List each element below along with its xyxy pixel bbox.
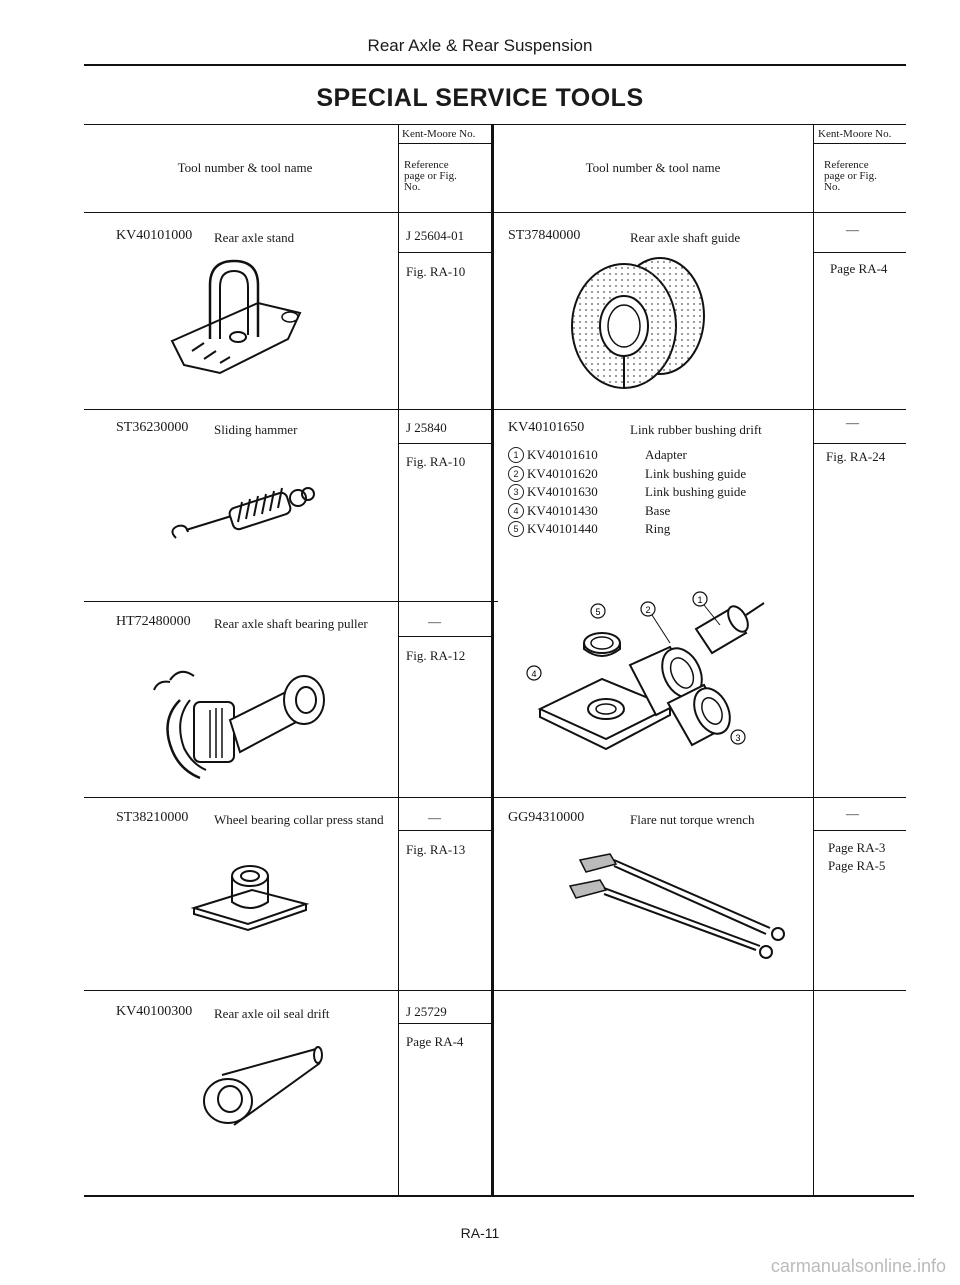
reference-fig: Fig. RA-12 (406, 648, 466, 663)
page-header: Rear Axle & Rear Suspension (367, 36, 593, 55)
rear-axle-stand-illustration (170, 259, 302, 375)
svg-text:3: 3 (735, 733, 740, 743)
km-ref-rule (813, 830, 906, 831)
tool-name: Rear axle oil seal drift (214, 1006, 330, 1021)
kent-moore-number: — (846, 806, 859, 821)
part-number: KV40101620 (527, 465, 598, 481)
tool-number: KV40100300 (116, 1004, 193, 1019)
tool-number: KV40101650 (508, 420, 585, 435)
tool-name: Rear axle shaft guide (630, 230, 741, 245)
part-marker: 5 (508, 521, 524, 537)
part-number: KV40101440 (527, 521, 598, 536)
part-name: Link bushing guide (645, 465, 747, 481)
col-divider-center (491, 124, 494, 1196)
tool-name: Link rubber bushing drift (630, 422, 762, 437)
reference-fig: Page RA-4 (830, 261, 888, 276)
row-rule (84, 409, 906, 410)
kent-moore-number: — (428, 810, 441, 825)
torque-wrench-illustration (568, 853, 785, 959)
table-top-rule-left (84, 124, 498, 125)
col-header-tool-left: Tool number & tool name (177, 160, 313, 175)
row-rule (84, 601, 498, 602)
tool-name: Flare nut torque wrench (630, 812, 755, 827)
tool-number: KV40101000 (116, 228, 193, 243)
reference-fig: Page RA-3 (828, 840, 886, 855)
oil-seal-drift-illustration (203, 1046, 323, 1126)
kent-moore-number: — (846, 415, 859, 430)
col-header-ref-right: Reference page or Fig. No. (824, 159, 877, 193)
km-ref-rule (813, 443, 906, 444)
tool-name: Rear axle shaft bearing puller (214, 616, 368, 631)
km-ref-rule (398, 252, 491, 253)
reference-fig: Fig. RA-10 (406, 454, 466, 469)
reference-fig: Page RA-4 (406, 1034, 464, 1049)
svg-text:4: 4 (531, 669, 536, 679)
collar-press-stand-illustration (190, 865, 310, 932)
tool-number: HT72480000 (116, 614, 191, 629)
km-ref-rule (398, 636, 491, 637)
part-number: KV40101610 (527, 447, 598, 462)
header-bottom-rule (84, 212, 906, 213)
col-header-km-right: Kent-Moore No. (818, 128, 892, 140)
col-header-tool-right: Tool number & tool name (585, 160, 721, 175)
part-number: KV40101630 (527, 484, 598, 499)
km-ref-rule (398, 443, 491, 444)
part-name: Link bushing guide (645, 484, 747, 499)
bushing-drift-set-illustration: 5 2 1 4 3 (526, 591, 765, 751)
tool-number: ST37840000 (508, 228, 581, 243)
sliding-hammer-illustration (171, 487, 315, 539)
tool-number: ST38210000 (116, 810, 189, 825)
col-header-km-left: Kent-Moore No. (402, 128, 476, 140)
tool-name: Rear axle stand (214, 230, 295, 245)
kent-moore-number: — (846, 222, 859, 237)
part-marker: 3 (508, 484, 524, 500)
part-marker: 4 (508, 502, 524, 519)
kent-moore-number: — (428, 614, 441, 629)
table-bottom-rule (84, 1195, 914, 1197)
reference-fig: Fig. RA-13 (406, 842, 466, 857)
row-rule (84, 797, 906, 798)
svg-text:1: 1 (697, 595, 702, 605)
col-divider-left-km (398, 124, 399, 1196)
page-title: SPECIAL SERVICE TOOLS (316, 84, 644, 112)
tool-number: GG94310000 (508, 810, 585, 825)
svg-text:2: 2 (645, 605, 650, 615)
kent-moore-number: J 25604-01 (406, 228, 465, 243)
kent-moore-number: J 25729 (406, 1004, 447, 1019)
reference-fig: Fig. RA-24 (826, 449, 886, 464)
km-ref-rule (398, 830, 491, 831)
tool-name: Sliding hammer (214, 422, 298, 437)
km-ref-rule (398, 1023, 491, 1024)
tool-number: ST36230000 (116, 420, 189, 435)
part-name: Ring (645, 521, 671, 536)
part-name: Adapter (645, 447, 687, 462)
header-rule (84, 64, 906, 66)
svg-text:5: 5 (595, 607, 600, 617)
part-name: Base (645, 502, 671, 518)
km-ref-rule (813, 252, 906, 253)
watermark: carmanualsonline.info (770, 1256, 946, 1276)
tool-name: Wheel bearing collar press stand (214, 812, 384, 827)
part-marker: 2 (508, 465, 524, 482)
shaft-guide-illustration (571, 257, 705, 389)
part-marker: 1 (508, 447, 524, 463)
bearing-puller-illustration (153, 670, 325, 780)
part-number: KV40101430 (527, 502, 598, 518)
km-header-rule-right (813, 143, 906, 144)
km-header-rule-left (398, 143, 491, 144)
row-rule (84, 990, 906, 991)
col-divider-right-km (813, 124, 814, 1196)
reference-fig: Page RA-5 (828, 858, 886, 873)
reference-fig: Fig. RA-10 (406, 264, 466, 279)
page-number: RA-11 (460, 1225, 500, 1241)
table-top-rule-right (498, 124, 906, 125)
col-header-ref-left: Reference page or Fig. No. (404, 159, 457, 193)
kent-moore-number: J 25840 (406, 420, 447, 435)
